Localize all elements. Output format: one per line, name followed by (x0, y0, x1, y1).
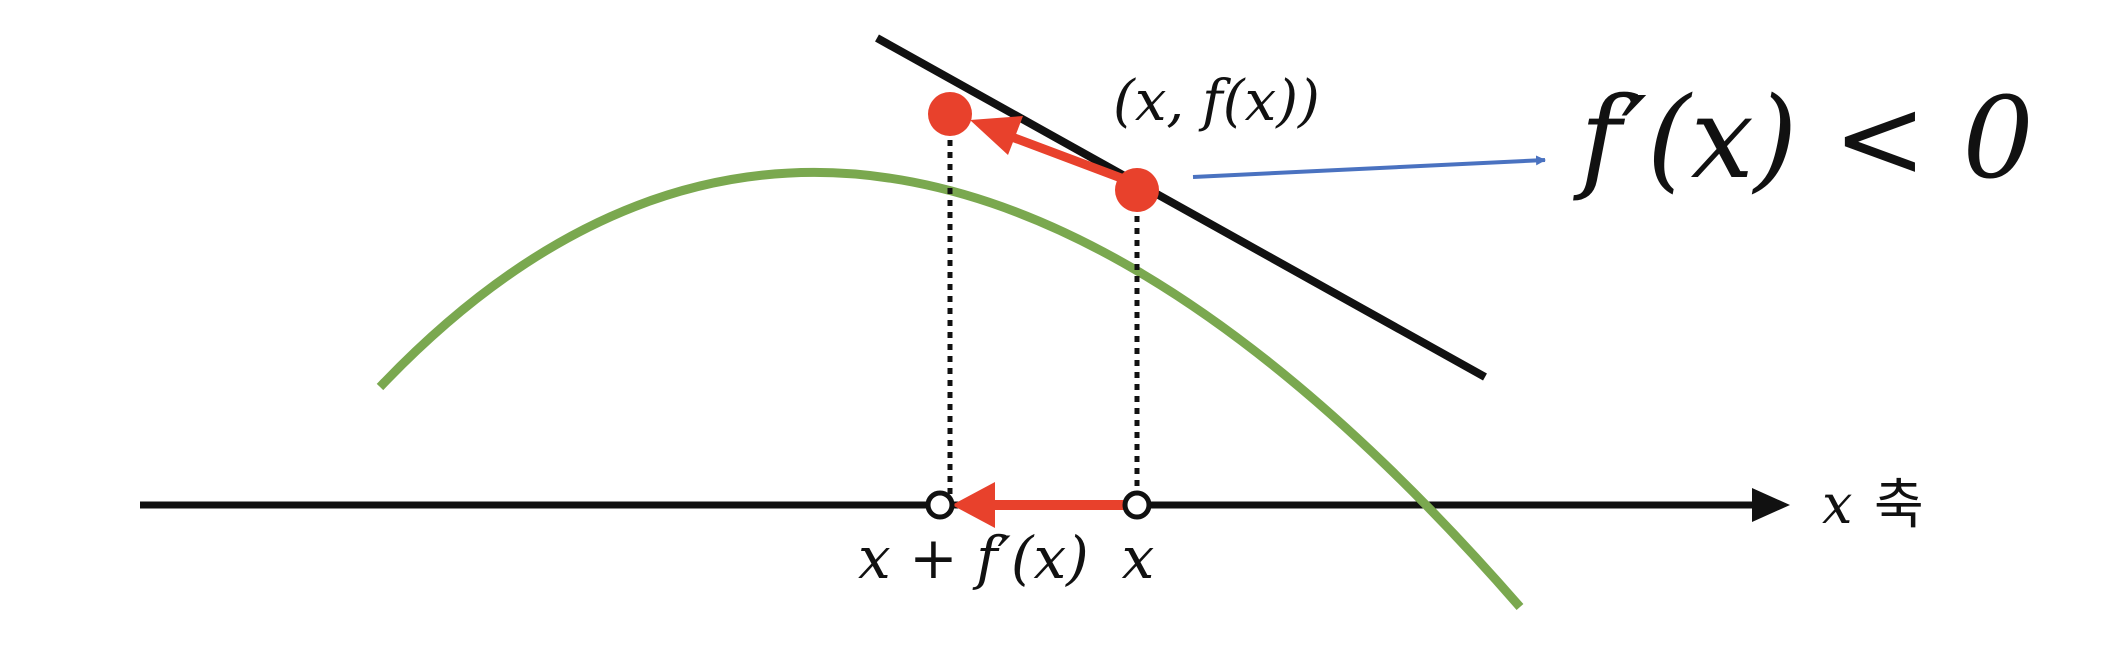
axis-label: x 축 (1822, 473, 1924, 536)
current-x-label: x (1122, 524, 1155, 592)
tangent-step-arrow-shaft (1010, 132, 1139, 189)
new-point-marker (928, 92, 972, 136)
current-point-marker (1115, 168, 1159, 212)
function-curve (376, 167, 1524, 610)
axis-marker-current-x (1122, 490, 1152, 520)
tangent-line (875, 34, 1487, 381)
derivative-condition-label: f′(x) < 0 (1573, 74, 2034, 204)
axis-step-arrowhead (952, 482, 995, 528)
step-label: x + f′(x) (858, 524, 1089, 592)
point-label: (x, f(x)) (1113, 69, 1320, 134)
axis-label-var: x (1822, 473, 1852, 536)
pointer-arrow (1192, 155, 1546, 179)
axis-marker-new-x (925, 490, 955, 520)
tangent-step-arrowhead (970, 116, 1023, 155)
axis-label-word: 축 (1874, 473, 1924, 536)
x-axis-arrowhead (1752, 488, 1790, 522)
